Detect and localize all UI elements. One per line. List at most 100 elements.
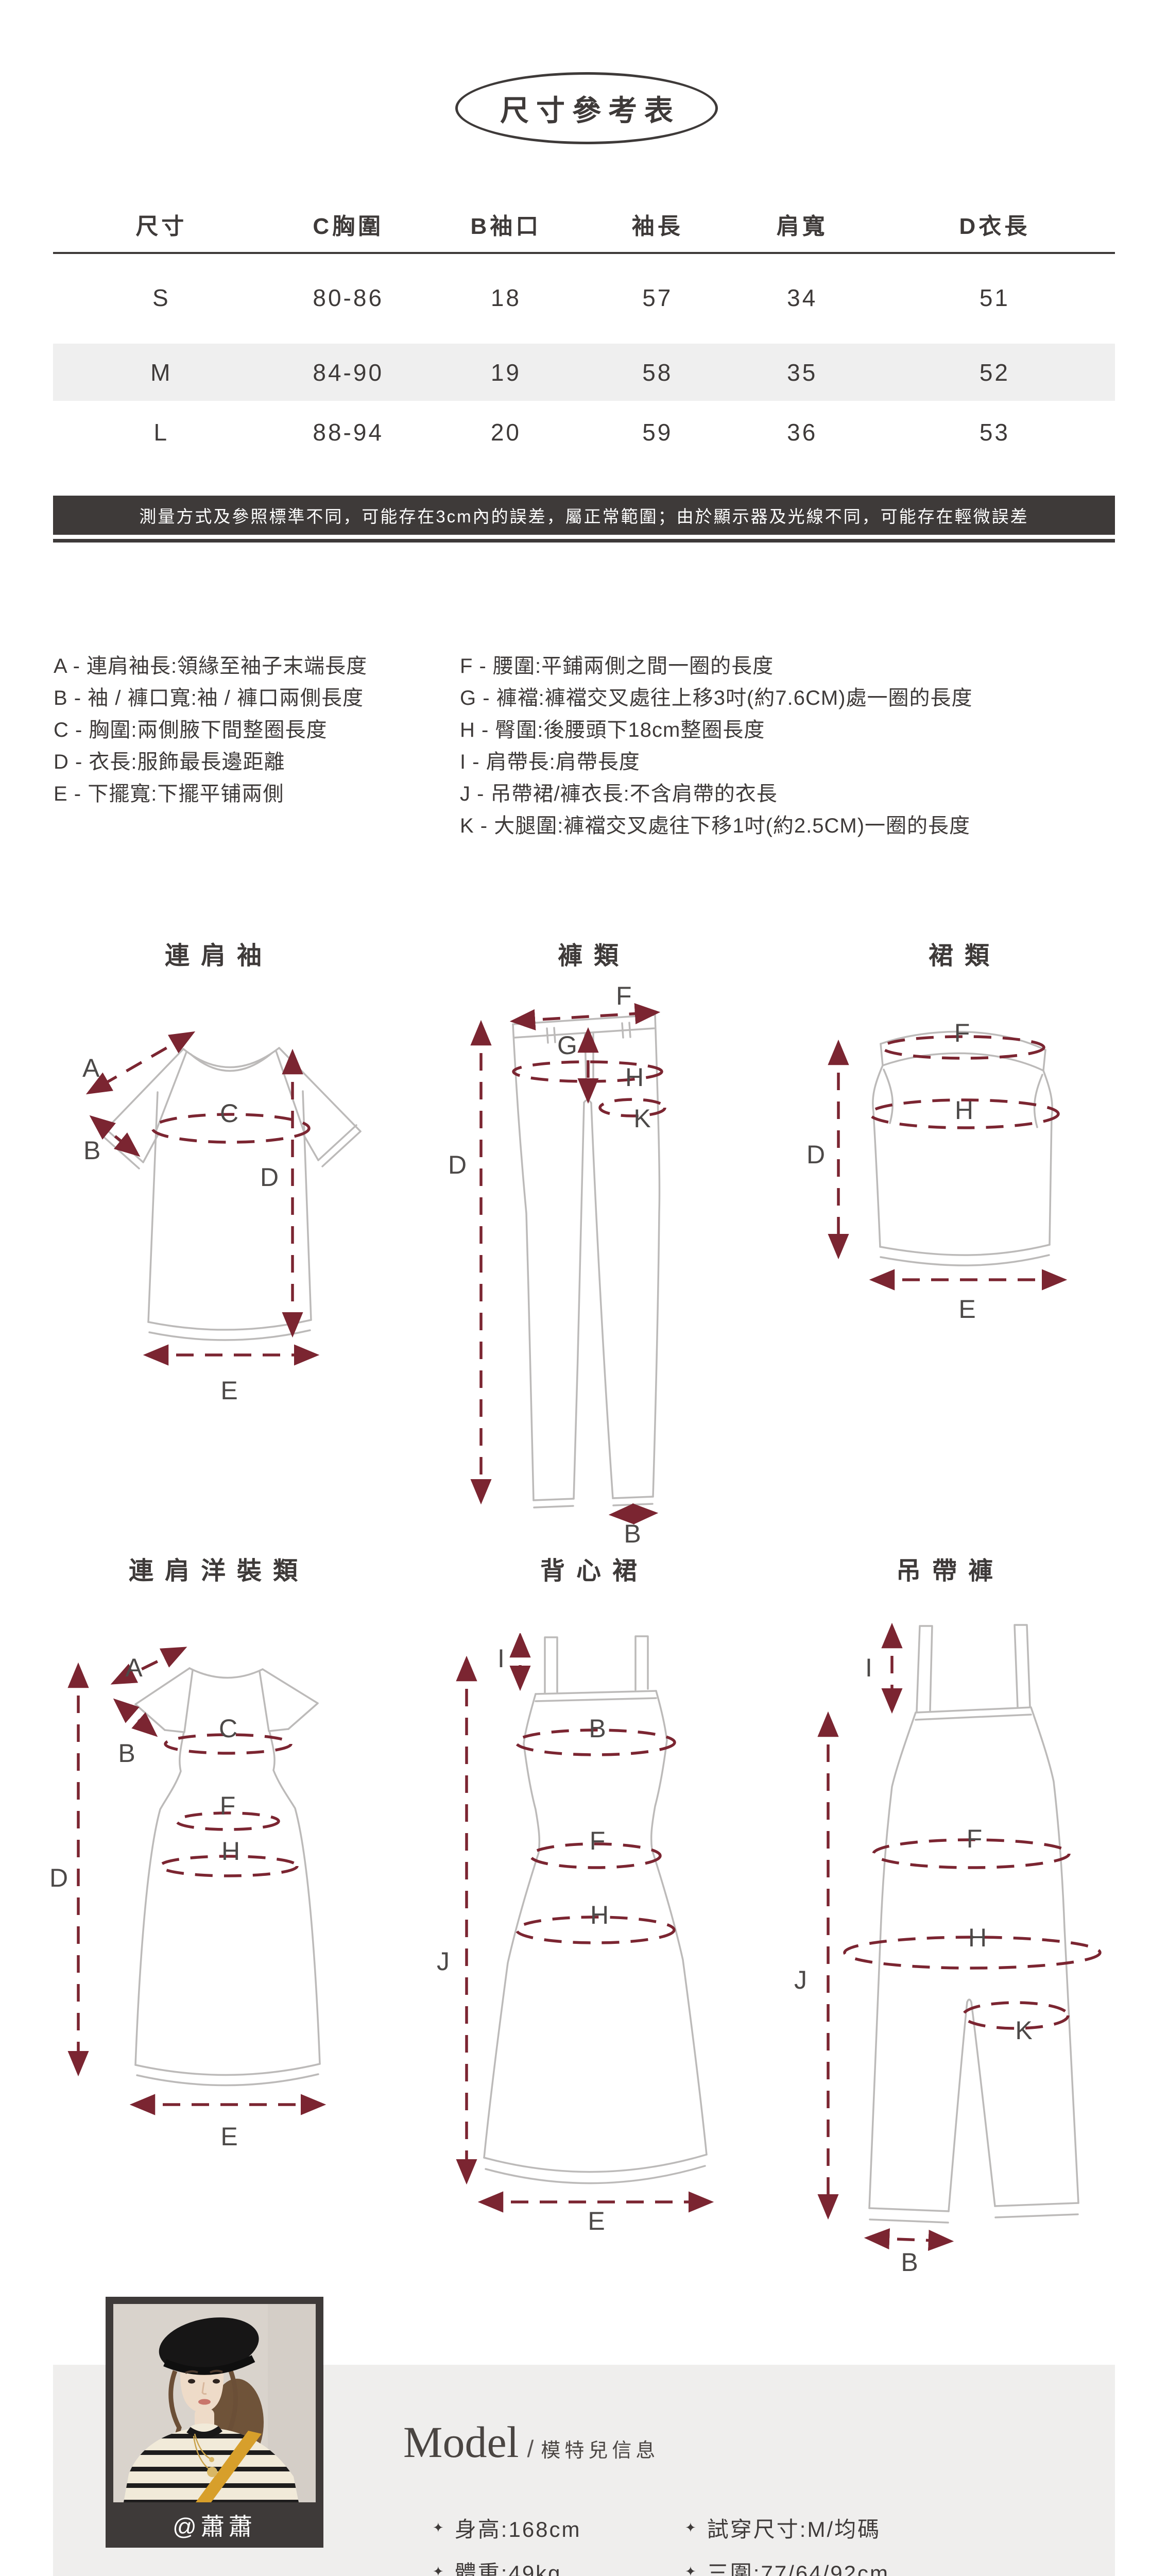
size-table-header: 尺寸 C胸圍 B袖口 袖長 肩寬 D衣長 [53,196,1115,252]
model-heading: Model / 模特兒信息 [403,2416,659,2468]
measure-label-e: E [588,2207,605,2233]
skirt-garment-outline [872,1030,1053,1266]
measure-label-i: I [497,1644,505,1673]
length-cell: 52 [979,359,1010,386]
skirt-diagram: F H D E [806,1019,1068,1324]
column-header: 尺寸 [135,213,187,239]
measure-label-b: B [624,1519,641,1546]
bust-cell: 84-90 [313,359,384,386]
measure-label-h: H [968,1923,987,1952]
stat-measurements: ✦ 三圍:77/64/92cm [685,2556,889,2576]
model-illustration [124,2317,299,2502]
raglan-dress-diagram: A B C F H D E [49,1647,327,2151]
measure-label-g: G [557,1031,577,1060]
measure-label-c: C [220,1099,238,1128]
bust-cell: 88-94 [313,419,384,446]
measure-label-d: D [49,1863,68,1892]
measure-label-h: H [221,1837,240,1866]
table-header-rule [53,252,1115,254]
legend-right-column: F - 腰圍:平鋪兩側之間一圈的長度 G - 褲襠:褲襠交叉處往上移3吋(約7.… [460,650,972,842]
legend-item-b: B - 袖 / 褲口寬:袖 / 褲口兩側長度 [54,687,364,709]
model-heading-zh: 模特兒信息 [541,2440,660,2462]
vest-dress-diagram: I B F H J E [437,1633,714,2233]
measure-label-k: K [633,1104,650,1133]
column-header: C胸圍 [313,213,384,239]
sleeve-cell: 59 [642,419,673,446]
legend-item-h: H - 臀圍:後腰頭下18cm整圈長度 [460,719,765,741]
length-cell: 53 [979,419,1010,446]
table-row-m: M 84-90 19 58 35 52 [53,344,1115,401]
sparkle-bullet-icon: ✦ [685,2520,698,2535]
measure-label-b: B [83,1136,100,1165]
measure-label-h: H [590,1901,609,1929]
stat-text: 體重:49kg [454,2561,562,2576]
model-photo-frame: @蕭蕭 [106,2297,323,2548]
measure-label-b: B [901,2248,918,2277]
raglan-tee-diagram: A B C D E [82,1031,362,1405]
pants-diagram: F G H K D B [448,984,666,1546]
model-heading-separator: / [527,2435,534,2462]
divider-rule [53,539,1115,543]
model-heading-en: Model [403,2417,519,2467]
measure-label-f: F [590,1826,606,1855]
cuff-cell: 20 [490,419,522,446]
column-header: 肩寬 [776,213,828,239]
measure-label-j: J [437,1947,450,1976]
sleeve-cell: 58 [642,359,673,386]
sleeve-cell: 57 [642,284,673,311]
cuff-cell: 19 [490,359,522,386]
cuff-cell: 18 [490,284,522,311]
sparkle-bullet-icon: ✦ [433,2520,445,2535]
model-photo-caption: @蕭蕭 [173,2513,256,2540]
measure-label-c: C [219,1714,237,1743]
legend-item-c: C - 胸圍:兩側腋下間整圈長度 [54,719,328,741]
skirt-measure-lines [828,1035,1068,1291]
legend-item-j: J - 吊帶裙/褲衣長:不含肩帶的衣長 [460,783,778,805]
size-cell: L [153,419,169,446]
sparkle-bullet-icon: ✦ [685,2564,698,2576]
measure-label-d: D [806,1140,825,1169]
measure-label-i: I [865,1653,872,1682]
overalls-garment-outline [868,1624,1079,2224]
legend-item-f: F - 腰圍:平鋪兩側之間一圈的長度 [460,655,774,677]
measure-label-f: F [616,984,632,1010]
measure-label-a: A [125,1653,143,1682]
stat-height: ✦ 身高:168cm [433,2512,685,2544]
measure-label-a: A [82,1054,100,1082]
size-cell: M [150,359,173,386]
tee-measure-lines [85,1031,320,1366]
legend-item-g: G - 褲襠:褲襠交叉處往上移3吋(約7.6CM)處一圈的長度 [460,687,973,709]
overalls-measure-lines [817,1623,1102,2251]
shoulder-cell: 35 [787,359,818,386]
measure-label-f: F [967,1824,983,1853]
shoulder-cell: 36 [787,419,818,446]
disclaimer-text: 測量方式及參照標準不同，可能存在3cm內的誤差，屬正常範圍；由於顯示器及光線不同… [139,507,1029,526]
vest-dress-measure-lines [456,1633,714,2213]
stat-text: 身高:168cm [454,2517,581,2541]
measure-label-d: D [260,1163,279,1192]
stat-text: 三圍:77/64/92cm [707,2561,889,2576]
measure-label-f: F [220,1791,236,1820]
section-title-vest-dress: 背心裙 [540,1557,649,1585]
measure-label-b: B [118,1739,135,1768]
shoulder-cell: 34 [787,284,818,311]
measure-label-k: K [1015,2016,1032,2045]
sparkle-bullet-icon: ✦ [433,2564,445,2576]
section-title-raglan-tee: 連肩袖 [164,942,273,970]
table-row-l: L 88-94 20 59 36 53 [53,401,1115,464]
legend-item-e: E - 下擺寬:下擺平铺兩側 [54,783,284,805]
disclaimer-bar: 測量方式及參照標準不同，可能存在3cm內的誤差，屬正常範圍；由於顯示器及光線不同… [53,496,1115,535]
dress-measure-lines [67,1647,327,2115]
column-header: 袖長 [631,213,683,239]
measure-label-e: E [220,2122,237,2151]
model-photo [113,2304,316,2502]
legend-item-i: I - 肩帶長:肩帶長度 [460,751,640,773]
legend-item-d: D - 衣長:服飾最長邊距離 [54,751,285,773]
measure-label-d: D [448,1150,467,1179]
legend-item-a: A - 連肩袖長:領緣至袖子末端長度 [54,655,368,677]
table-row-s: S 80-86 18 57 34 51 [53,252,1115,344]
tee-garment-outline [100,1047,362,1341]
section-title-pants: 褲類 [557,942,630,970]
measure-label-h: H [625,1063,644,1092]
